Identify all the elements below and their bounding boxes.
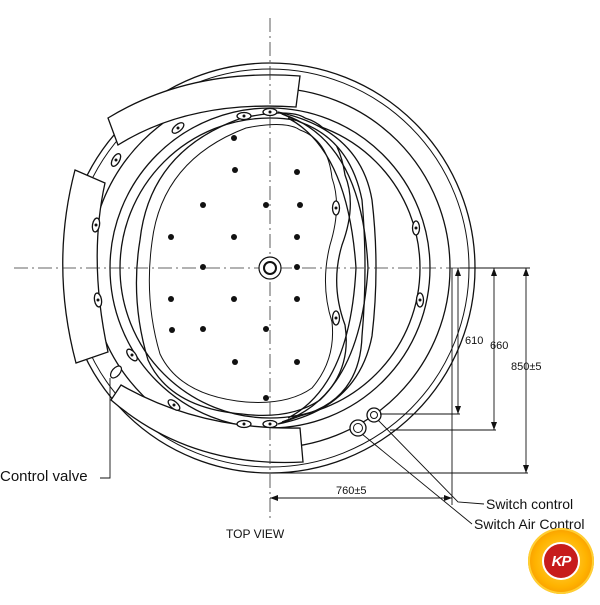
control-valve-label: Control valve xyxy=(0,468,88,485)
switch-air-control-label: Switch Air Control xyxy=(474,516,585,532)
side-hydro-jet-nozzle xyxy=(242,422,246,426)
view-title: TOP VIEW xyxy=(226,527,285,541)
headrest-bottom xyxy=(110,384,304,464)
arrow-760-left xyxy=(270,495,278,501)
leader-control-valve xyxy=(100,378,111,479)
air-jet xyxy=(294,169,300,175)
air-jet xyxy=(169,327,175,333)
dim-660-label: 660 xyxy=(490,340,508,352)
dim-850-label: 850±5 xyxy=(511,361,542,373)
air-jet xyxy=(263,202,269,208)
air-jet xyxy=(294,296,300,302)
side-hydro-jet-nozzle xyxy=(96,298,100,302)
air-jet xyxy=(294,264,300,270)
air-jet xyxy=(200,264,206,270)
side-hydro-jet-nozzle xyxy=(334,316,338,320)
side-hydro-jet-nozzle xyxy=(130,353,134,357)
air-jet xyxy=(263,395,269,401)
arrow-660-bottom xyxy=(491,422,497,430)
side-jet-group xyxy=(91,107,425,429)
brand-logo: KP xyxy=(528,528,594,594)
side-hydro-jet-nozzle xyxy=(334,206,338,210)
air-jet xyxy=(232,167,238,173)
switch-control-button xyxy=(366,407,382,423)
dim-610-label: 610 xyxy=(465,335,483,347)
arrow-850-top xyxy=(523,268,529,276)
air-jet xyxy=(200,202,206,208)
side-hydro-jet-nozzle xyxy=(418,298,422,302)
air-jet xyxy=(231,135,237,141)
arrow-610-bottom xyxy=(455,406,461,414)
arrow-660-top xyxy=(491,268,497,276)
headrest-left xyxy=(62,169,109,364)
side-hydro-jet-nozzle xyxy=(94,223,98,227)
air-jet xyxy=(231,234,237,240)
brand-logo-text: KP xyxy=(551,552,572,570)
air-jet xyxy=(231,296,237,302)
side-hydro-jet-nozzle xyxy=(172,403,176,407)
air-jet xyxy=(263,326,269,332)
arrow-610-top xyxy=(455,268,461,276)
arrow-850-bottom xyxy=(523,465,529,473)
air-jet xyxy=(294,234,300,240)
side-hydro-jet-nozzle xyxy=(114,158,118,162)
leader-switch-air-control xyxy=(361,433,473,525)
switch-air-control-button xyxy=(349,419,367,437)
brand-logo-core: KP xyxy=(542,542,580,580)
leader-switch-control xyxy=(377,419,485,505)
air-jet xyxy=(168,234,174,240)
arrow-760-right xyxy=(444,495,452,501)
headrest-top xyxy=(107,74,301,146)
air-jet xyxy=(200,326,206,332)
side-hydro-jet-nozzle xyxy=(268,110,272,114)
air-jet xyxy=(297,202,303,208)
dim-760-label: 760±5 xyxy=(336,485,367,497)
backrest xyxy=(277,111,377,425)
control-valve xyxy=(109,365,123,379)
air-jet xyxy=(232,359,238,365)
side-hydro-jet-nozzle xyxy=(268,422,272,426)
air-jet-group xyxy=(168,135,303,401)
air-jet xyxy=(168,296,174,302)
drain xyxy=(258,256,282,280)
side-hydro-jet-nozzle xyxy=(414,226,418,230)
switch-control-label: Switch control xyxy=(486,496,574,512)
air-jet xyxy=(294,359,300,365)
side-hydro-jet-nozzle xyxy=(242,114,246,118)
side-hydro-jet-nozzle xyxy=(176,126,180,130)
seat-inner-outline xyxy=(148,124,338,403)
